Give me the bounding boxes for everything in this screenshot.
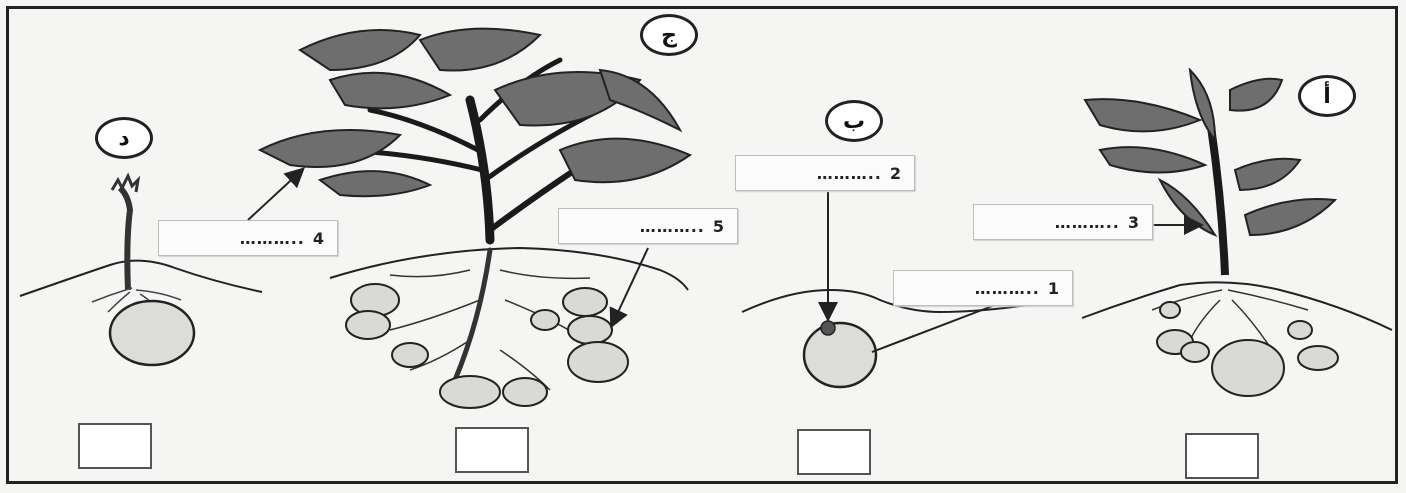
roots-icon — [390, 270, 590, 390]
panel-letter-text: أ — [1323, 84, 1331, 109]
label-number: 4 — [313, 229, 325, 248]
bud-icon — [821, 321, 835, 335]
blank-dots: ……….. — [1055, 213, 1120, 232]
label-number: 5 — [713, 217, 725, 236]
panel-dal-illustration — [20, 176, 262, 365]
answer-box-alif[interactable] — [1185, 433, 1259, 479]
panel-letter-text: ب — [843, 109, 865, 134]
panel-letter-text: د — [118, 126, 129, 151]
label-box-2[interactable]: ……….. 2 — [735, 155, 915, 191]
tuber-icon — [804, 323, 876, 387]
answer-box-ba[interactable] — [797, 429, 871, 475]
answer-box-dal[interactable] — [78, 423, 152, 469]
label-box-1[interactable]: ……….. 1 — [893, 270, 1073, 306]
blank-dots: ……….. — [817, 164, 882, 183]
label-box-3[interactable]: ……….. 3 — [973, 204, 1153, 240]
panel-letter-alif: أ — [1298, 75, 1356, 117]
label-number: 2 — [890, 164, 902, 183]
pointer-arrow-4 — [248, 170, 302, 220]
panel-letter-text: ج — [661, 23, 677, 48]
soil-line — [330, 248, 688, 290]
stem-icon — [1210, 120, 1225, 275]
label-number: 3 — [1128, 213, 1140, 232]
sprout-icon — [112, 176, 138, 290]
blank-dots: ……….. — [240, 229, 305, 248]
label-box-5[interactable]: ……….. 5 — [558, 208, 738, 244]
label-box-4[interactable]: ……….. 4 — [158, 220, 338, 256]
blank-dots: ……….. — [975, 279, 1040, 298]
label-number: 1 — [1048, 279, 1060, 298]
answer-box-jim[interactable] — [455, 427, 529, 473]
blank-dots: ……….. — [640, 217, 705, 236]
panel-letter-jim: ج — [640, 14, 698, 56]
tubers-icon — [346, 284, 628, 408]
panel-letter-ba: ب — [825, 100, 883, 142]
panel-letter-dal: د — [95, 117, 153, 159]
tuber-icon — [110, 301, 194, 365]
